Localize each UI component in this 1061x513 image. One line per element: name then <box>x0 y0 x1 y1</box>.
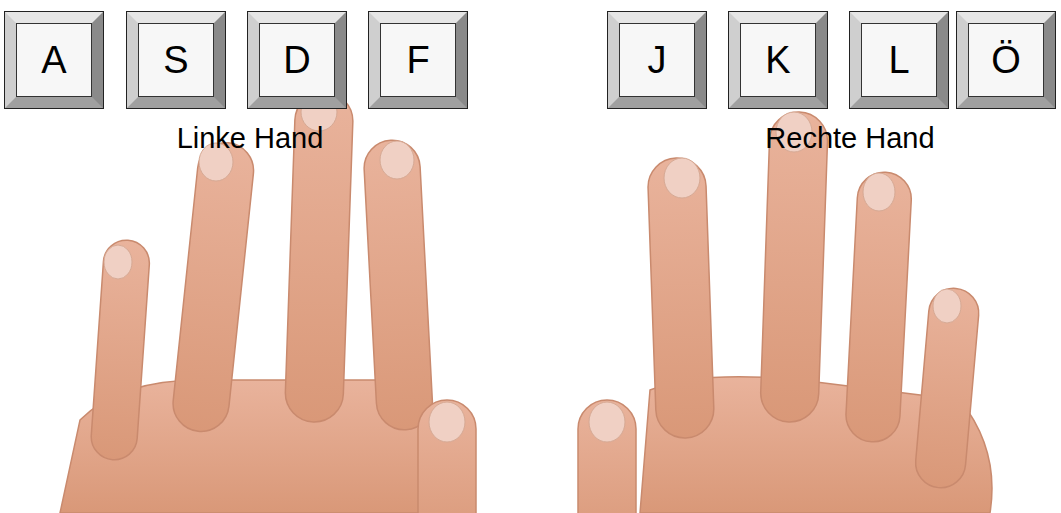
keyboard-key: K <box>729 12 827 108</box>
key-face: F <box>380 23 456 97</box>
key-letter: J <box>648 39 667 82</box>
key-letter: K <box>765 39 790 82</box>
right-pinky <box>914 286 981 490</box>
key-face: Ö <box>968 23 1044 97</box>
left-thumb <box>418 400 476 513</box>
key-face: L <box>861 23 937 97</box>
key-face: K <box>740 23 816 97</box>
key-face: S <box>138 23 214 97</box>
left-pinky <box>90 239 151 462</box>
keyboard-key: A <box>5 12 103 108</box>
keyboard-key: D <box>248 12 346 108</box>
right-thumb <box>578 400 636 513</box>
key-letter: L <box>888 39 909 82</box>
hand-label: Linke Hand <box>175 122 326 155</box>
key-face: J <box>619 23 695 97</box>
key-letter: D <box>283 39 310 82</box>
key-letter: Ö <box>991 39 1021 82</box>
keyboard-key: S <box>127 12 225 108</box>
right-middle <box>760 111 829 423</box>
key-letter: S <box>163 39 188 82</box>
key-face: A <box>16 23 92 97</box>
right-ring <box>845 171 913 443</box>
key-letter: A <box>41 39 66 82</box>
left-index <box>363 139 434 432</box>
keyboard-key: F <box>369 12 467 108</box>
hand-label: Rechte Hand <box>763 122 936 155</box>
key-face: D <box>259 23 335 97</box>
keyboard-key: L <box>850 12 948 108</box>
left-ring <box>170 140 256 434</box>
keyboard-key: J <box>608 12 706 108</box>
keyboard-key: Ö <box>957 12 1055 108</box>
key-letter: F <box>406 39 429 82</box>
right-index <box>647 157 715 439</box>
